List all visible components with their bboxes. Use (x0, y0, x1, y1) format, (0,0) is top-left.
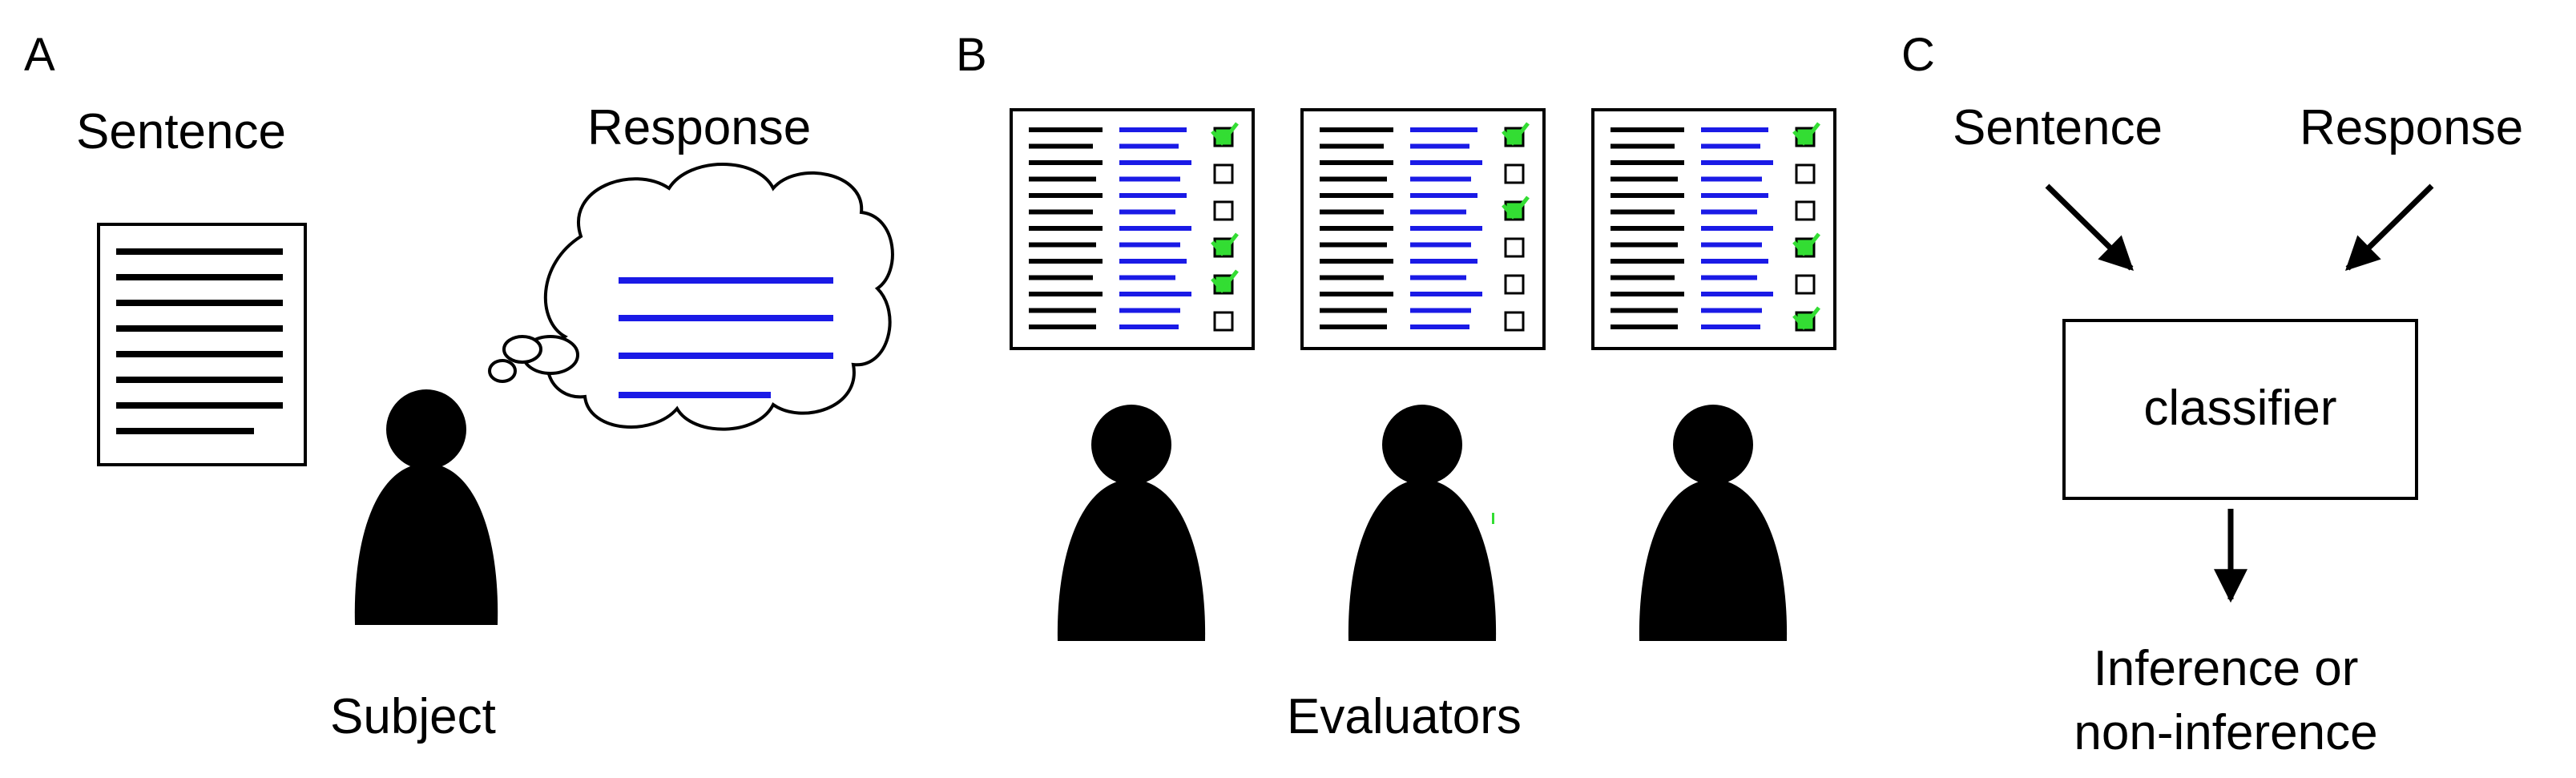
panel-a-letter: A (24, 29, 55, 81)
checklist-1 (1010, 108, 1255, 350)
checkbox (1504, 163, 1525, 184)
checkbox (1504, 237, 1525, 258)
output-label-line2: non-inference (2074, 705, 2377, 760)
evaluator-2-person-icon (1348, 405, 1497, 641)
evaluator-checklists (1010, 108, 1836, 350)
checkbox (1213, 163, 1234, 184)
check-mark-icon (1502, 122, 1530, 146)
evaluator-3-person-icon (1639, 405, 1788, 641)
check-mark-icon (1792, 306, 1820, 330)
output-label-line1: Inference or (2094, 641, 2359, 696)
checkbox (1504, 311, 1525, 332)
classifier-sentence-label: Sentence (1953, 100, 2163, 155)
checkbox (1504, 274, 1525, 295)
sentence-document-icon (97, 223, 307, 466)
panel-c-letter: C (1901, 29, 1935, 81)
evaluator-1-person-icon (1057, 405, 1206, 641)
check-mark-icon (1211, 232, 1239, 256)
classifier-response-label: Response (2300, 100, 2523, 155)
panel-a: A Sentence Response Subject (24, 29, 894, 744)
panel-b: B Evaluators (956, 29, 1836, 744)
subject-person-icon (354, 389, 498, 625)
sentence-arrow-icon (2045, 183, 2134, 271)
checkbox (1795, 200, 1816, 221)
checkbox (1213, 200, 1234, 221)
classifier-box (2062, 319, 2418, 500)
check-mark-icon (1792, 232, 1820, 256)
panel-c: C Sentence Response classifier Inference… (1901, 29, 2523, 760)
checklist-3 (1591, 108, 1836, 350)
checkbox (1213, 311, 1234, 332)
check-mark-icon (1792, 122, 1820, 146)
response-text-lines (619, 277, 833, 398)
checkbox (1795, 274, 1816, 295)
checklist-2 (1300, 108, 1546, 350)
sentence-label: Sentence (76, 104, 286, 159)
classifier-label: classifier (2143, 381, 2336, 436)
checkbox (1795, 163, 1816, 184)
thought-cloud-icon (488, 163, 894, 431)
check-mark-icon (1211, 269, 1239, 293)
check-mark-icon (1502, 196, 1530, 220)
evaluators-label: Evaluators (1287, 689, 1522, 744)
response-label: Response (587, 100, 811, 155)
check-mark-icon (1211, 122, 1239, 146)
stray-green-mark (1492, 513, 1494, 524)
subject-label: Subject (330, 689, 496, 744)
panel-b-letter: B (956, 29, 987, 81)
response-arrow-icon (2345, 183, 2434, 271)
